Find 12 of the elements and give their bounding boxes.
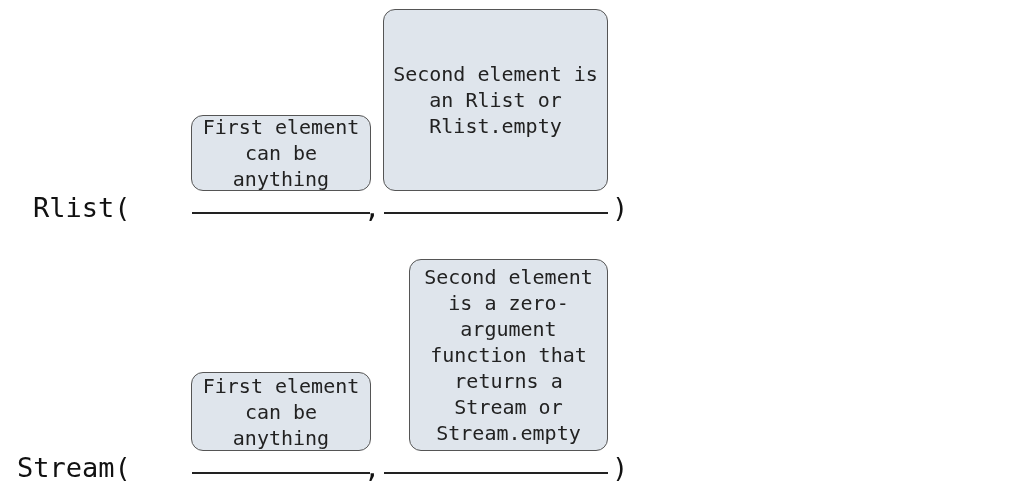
function-call-text: Stream(: [17, 452, 131, 484]
comma: ,: [364, 452, 381, 484]
callout-text: First element can be anything: [201, 372, 361, 451]
callout-box: [409, 259, 608, 451]
comma: ,: [364, 192, 381, 224]
callout-box: [383, 9, 608, 191]
function-call-text: Rlist(: [33, 192, 131, 224]
callout-text: First element can be anything: [201, 114, 361, 192]
callout-text: Second element is a zero-argument function that returns a Stream or Stream.empty: [423, 264, 594, 446]
parenthesis: ): [612, 452, 629, 484]
parenthesis: ): [612, 192, 629, 224]
callout-text: Second element is an Rlist or Rlist.empty: [392, 61, 599, 139]
